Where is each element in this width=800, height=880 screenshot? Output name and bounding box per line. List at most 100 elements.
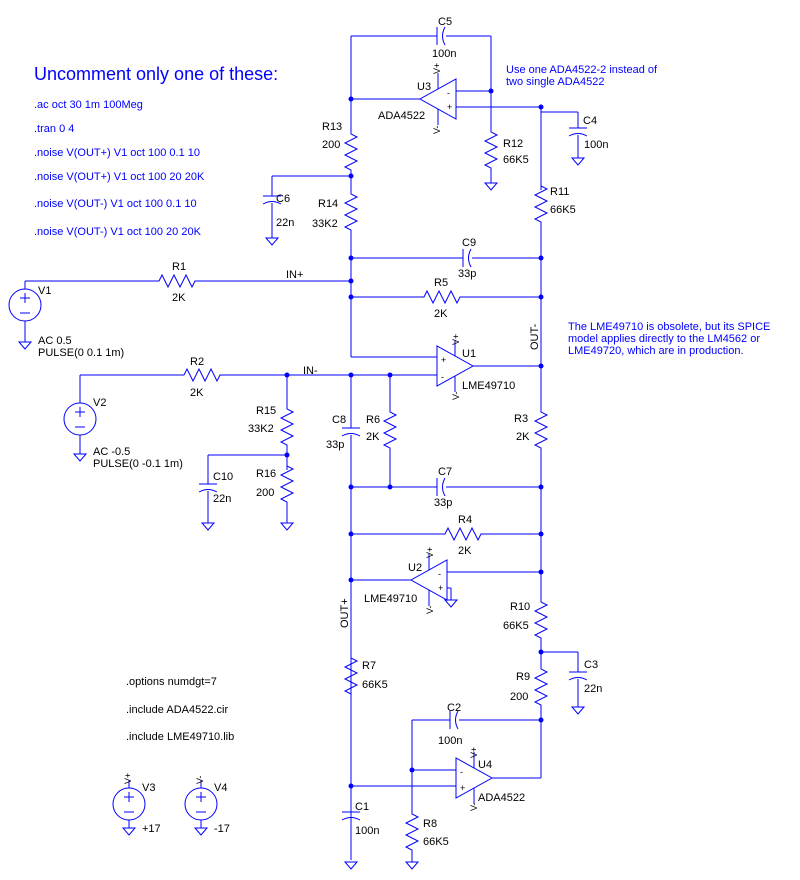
c4-value: 100n [584,139,608,151]
r9-name: R9 [516,671,530,683]
note-lme-1: The LME49710 is obsolete, but its SPICE [568,321,770,333]
u4-vplus: V+ [469,747,479,758]
ground-r12 [484,182,498,191]
r4-value: 2K [458,545,472,557]
ground-c4 [571,157,585,166]
u4-pin-minus: - [460,767,463,777]
directive-include-1: .include ADA4522.cir [126,704,228,716]
u3-model: ADA4522 [378,110,425,122]
u3-pin-plus: + [447,102,452,112]
v1-pulse: PULSE(0 0.1 1m) [38,347,124,359]
r7-name: R7 [362,660,376,672]
u1-vminus: V- [451,391,461,400]
u1-pin-plus: + [441,355,446,365]
u1-name: U1 [462,348,476,360]
r5-value: 2K [434,308,448,320]
c7-name: C7 [438,466,452,478]
c9-name: C9 [462,237,476,249]
u2-vminus: V- [425,605,435,614]
directive-noise-1: .noise V(OUT+) V1 oct 100 0.1 10 [34,147,200,159]
ground-c3 [571,706,585,715]
u3-name: U3 [417,81,431,93]
resistor-r8 [405,809,419,855]
directive-noise-2: .noise V(OUT+) V1 oct 100 20 20K [34,171,205,183]
r16-name: R16 [256,468,276,480]
r9-value: 200 [510,691,528,703]
heading: Uncomment only one of these: [34,64,278,84]
resistor-r10 [534,597,548,643]
resistor-r3 [534,407,548,453]
ground-c6 [265,237,279,246]
capacitor-c5 [436,26,446,46]
ground-v2 [73,453,87,462]
r12-value: 66K5 [503,154,529,166]
v1-name: V1 [38,285,51,297]
voltage-source-v1 [8,288,42,322]
u3-pin-minus: - [447,88,450,98]
u2-name: U2 [408,562,422,574]
note-ada-2: two single ADA4522 [506,76,604,88]
u3-vplus: V+ [432,63,442,74]
r16-value: 200 [256,487,274,499]
c6-value: 22n [276,217,294,229]
capacitor-c3 [568,671,588,681]
ground-c1 [344,861,358,870]
resistor-r9 [534,664,548,710]
voltage-source-v4 [184,787,218,821]
r14-name: R14 [318,198,338,210]
c5-name: C5 [438,16,452,28]
v4-label-vminus: V- [195,775,205,784]
ground-r8 [405,861,419,870]
r11-name: R11 [550,186,569,198]
r11-value: 66K5 [550,204,576,216]
r3-name: R3 [514,413,528,425]
c2-value: 100n [438,735,462,747]
r10-value: 66K5 [503,620,529,632]
note-ada-1: Use one ADA4522-2 instead of [506,64,658,76]
resistor-r1 [154,274,200,288]
c10-value: 22n [213,493,231,505]
r12-name: R12 [503,138,523,150]
v2-name: V2 [93,397,106,409]
c8-value: 33p [326,439,344,451]
c6-name: C6 [276,193,290,205]
u2-model: LME49710 [364,593,417,605]
resistor-r2 [179,368,225,382]
directive-noise-4: .noise V(OUT-) V1 oct 100 20 20K [34,226,202,238]
directive-noise-3: .noise V(OUT-) V1 oct 100 0.1 10 [34,198,197,210]
directive-include-2: .include LME49710.lib [126,731,234,743]
v1-ac: AC 0.5 [38,335,72,347]
r1-name: R1 [172,261,186,273]
v4-value: -17 [214,823,230,835]
u1-model: LME49710 [462,380,515,392]
c9-value: 33p [458,268,476,280]
r6-name: R6 [366,414,380,426]
resistor-r6 [383,407,397,453]
u3-vminus: V- [432,125,442,134]
u2-vplus: V+ [425,547,435,558]
capacitor-c4 [568,127,588,137]
r8-name: R8 [423,818,437,830]
v4-name: V4 [214,782,227,794]
net-out-minus: OUT- [529,323,541,350]
r2-name: R2 [190,356,204,368]
resistor-r12 [484,127,498,173]
r10-name: R10 [510,601,530,613]
c1-name: C1 [355,801,369,813]
u1-pin-minus: - [441,372,444,382]
net-in-minus: IN- [303,365,318,377]
directive-options: .options numdgt=7 [126,676,217,688]
ground-v4 [194,827,208,836]
r6-value: 2K [366,431,380,443]
ground-u2 [444,599,458,608]
net-out-plus: OUT+ [339,598,351,628]
note-lme-3: LME49720, which are in production. [568,345,744,357]
resistor-r14 [344,189,358,235]
u1-vplus: V+ [451,334,461,345]
c2-name: C2 [447,702,461,714]
ground-v3 [122,827,136,836]
c1-value: 100n [355,825,379,837]
r13-value: 200 [322,139,340,151]
ground-c10 [201,522,215,531]
